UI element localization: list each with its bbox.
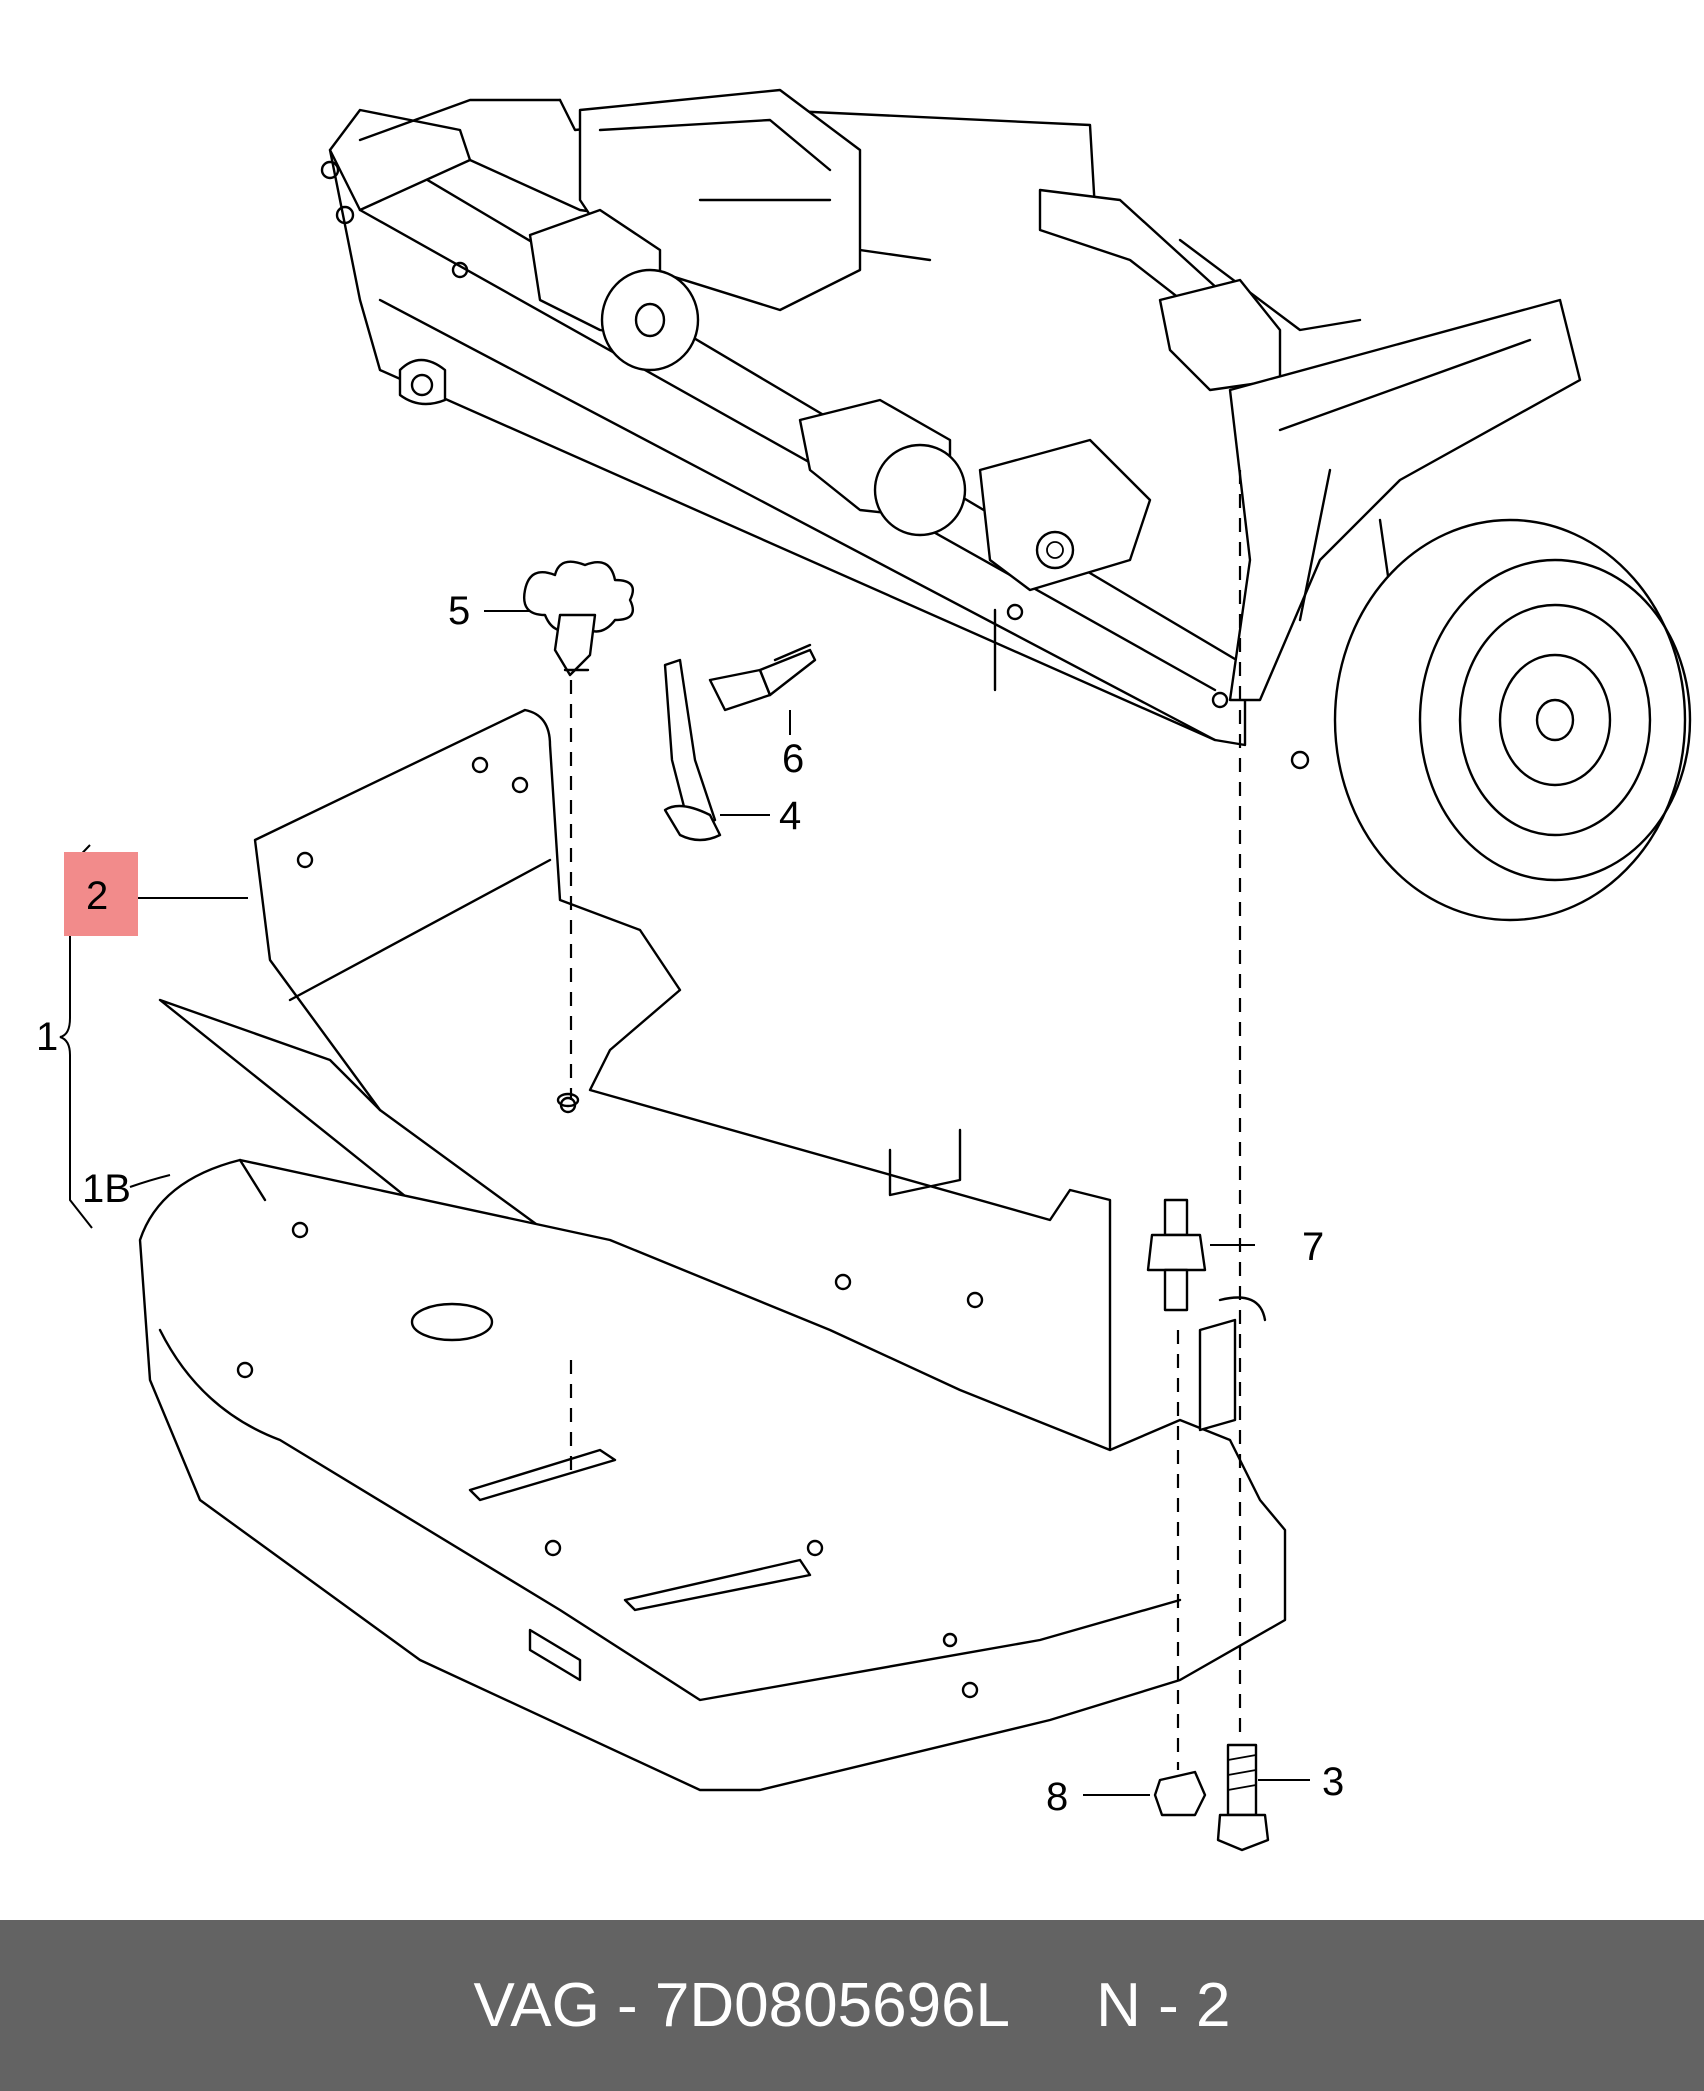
callout-labels: 2 1 1B 5 6 4 7 3 8 [36,589,1344,1819]
part-7-spacer [1146,1198,1207,1312]
callout-leaders [59,610,1310,1796]
footer-separator: - [599,1971,655,2040]
callout-label-6: 6 [782,737,804,781]
part-8-nut [1153,1770,1207,1817]
footer-gap [1010,1970,1096,2041]
part-6-stud [708,643,817,712]
callout-label-5: 5 [448,589,470,633]
part-number-footer: VAG - 7D0805696L N - 2 [0,1920,1704,2091]
callout-label-1: 1 [36,1015,58,1059]
callout-label-1b: 1B [82,1167,131,1211]
callout-label-4: 4 [779,794,801,838]
part-2-highlight [64,852,138,936]
part-5-clip [523,560,635,677]
callout-label-3: 3 [1322,1760,1344,1804]
part-number: 7D0805696L [654,1971,1011,2040]
callout-label-8: 8 [1046,1775,1068,1819]
assembly-axis-lines [569,470,1242,1770]
callout-label-7: 7 [1302,1225,1324,1269]
brand-label: VAG [473,1971,600,2040]
diagram-position: N - 2 [1096,1971,1231,2040]
exploded-parts-diagram: 2 1 1B 5 6 4 7 3 8 [36,88,1692,1852]
part-3-bolt [1216,1743,1270,1852]
part-1b-underbody-guard [138,1158,1287,1792]
callout-label-2: 2 [86,874,108,918]
vehicle-frame-assembly [320,88,1692,922]
part-4-bracket [663,658,722,842]
